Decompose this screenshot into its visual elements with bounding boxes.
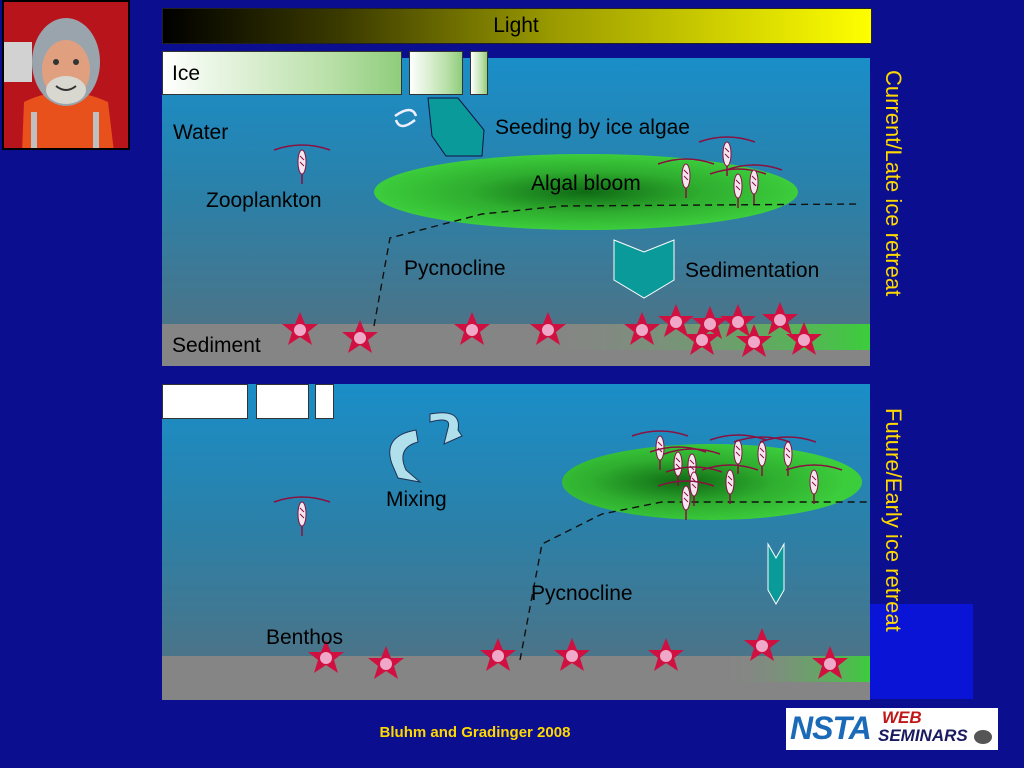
seeding-arrow: [427, 97, 485, 157]
sedimentation-arrow: [613, 239, 675, 299]
future-scenario-panel: [162, 384, 870, 700]
light-gradient-bar: [162, 8, 872, 44]
seeding-label: Seeding by ice algae: [495, 116, 690, 139]
zooplankton-label: Zooplankton: [206, 189, 322, 212]
water-label: Water: [173, 121, 229, 144]
ice-floe-remnant-small: [315, 384, 334, 419]
highlight-block: [870, 604, 973, 699]
benthos-label: Benthos: [266, 626, 344, 649]
algal-bloom-label: Algal bloom: [531, 172, 641, 195]
researcher-photo: [2, 0, 130, 150]
mixing-arrows: [429, 412, 463, 445]
ice-floe-remnant-medium: [256, 384, 309, 419]
sedimentation-arrow-future: [767, 542, 785, 606]
logo-seminars-text: SEMINARS: [878, 726, 968, 745]
sedimentation-label: Sedimentation: [685, 259, 820, 282]
sediment-label: Sediment: [172, 334, 261, 357]
algal-bloom-patch: [374, 154, 798, 230]
ice-label: Ice: [172, 62, 201, 85]
mouse-icon: [974, 730, 992, 744]
pycnocline-line-future: [519, 501, 870, 661]
future-scenario-side-label: Future/Early ice retreat: [881, 408, 906, 632]
citation-caption: Bluhm and Gradinger 2008: [379, 724, 571, 741]
ice-floe-small: [470, 51, 488, 95]
current-scenario-side-label: Current/Late ice retreat: [881, 70, 906, 297]
mixing-label: Mixing: [386, 488, 447, 511]
pycnocline-line: [373, 203, 861, 327]
nsta-web-seminars-logo: NSTA WEB SEMINARS: [786, 708, 998, 750]
ice-floe-remnant-large: [162, 384, 248, 419]
current-scenario-panel: [162, 58, 870, 366]
ice-floe-medium: [409, 51, 463, 95]
logo-web-text: WEB: [882, 708, 922, 727]
ice-floe-large: [162, 51, 402, 95]
pycnocline-label: Pycnocline: [404, 257, 506, 280]
logo-nsta-text: NSTA: [790, 710, 872, 746]
light-label: Light: [493, 14, 539, 37]
pycnocline-label-future: Pycnocline: [531, 582, 633, 605]
